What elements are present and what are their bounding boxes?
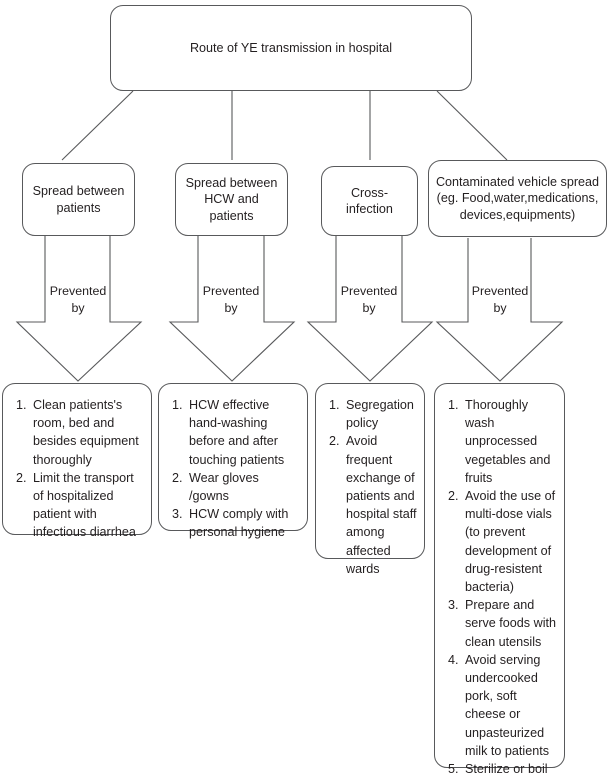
connector-line-to-route-1: [61, 90, 134, 161]
route-box-spread-between-patients[interactable]: Spread between patients: [22, 163, 135, 236]
arrow-label-2: Prevented by: [202, 284, 260, 315]
arrow-label-1: Prevented by: [49, 284, 107, 315]
route-label-spread-between-patients: Spread between patients: [32, 184, 125, 215]
prevention-list-1: Clean patients's room, bed and besides e…: [10, 396, 144, 542]
title-box[interactable]: Route of YE transmission in hospital: [110, 5, 472, 91]
prevention-list-item: Avoid serving undercooked pork, soft che…: [462, 651, 557, 760]
prevention-list-item: Avoid frequent exchange of patients and …: [343, 432, 417, 578]
prevention-list-item: Sterilize or boil the drinking water for…: [462, 760, 557, 777]
arrow-label-4: Prevented by: [471, 284, 529, 315]
route-label-spread-hcw-patients: Spread between HCW and patients: [185, 175, 278, 223]
prevention-list-item: Clean patients's room, bed and besides e…: [30, 396, 144, 469]
prevention-list-3: Segregation policyAvoid frequent exchang…: [323, 396, 417, 578]
route-label-contaminated-vehicle-spread: Contaminated vehicle spread (eg. Food,wa…: [435, 174, 600, 222]
prevention-list-item: Limit the transport of hospitalized pati…: [30, 469, 144, 542]
route-box-contaminated-vehicle-spread[interactable]: Contaminated vehicle spread (eg. Food,wa…: [428, 160, 607, 237]
prevention-list-item: HCW comply with personal hygiene: [186, 505, 300, 541]
prevention-box-cross-infection[interactable]: Segregation policyAvoid frequent exchang…: [315, 383, 425, 576]
prevention-list-item: Prepare and serve foods with clean utens…: [462, 596, 557, 651]
route-box-cross-infection[interactable]: Cross-infection: [321, 166, 418, 236]
route-box-spread-hcw-patients[interactable]: Spread between HCW and patients: [175, 163, 288, 236]
arrow-label-3: Prevented by: [340, 284, 398, 315]
prevention-box-contaminated-vehicle[interactable]: Thoroughly wash unprocessed vegetables a…: [434, 383, 565, 776]
prevention-list-item: Segregation policy: [343, 396, 417, 432]
prevention-list-item: HCW effective hand-washing before and af…: [186, 396, 300, 469]
prevention-list-item: Thoroughly wash unprocessed vegetables a…: [462, 396, 557, 487]
title-box-label: Route of YE transmission in hospital: [189, 40, 393, 55]
prevention-list-4: Thoroughly wash unprocessed vegetables a…: [442, 396, 557, 777]
connector-line-to-route-4: [436, 90, 508, 161]
route-label-cross-infection: Cross-infection: [346, 185, 393, 217]
prevention-list-item: Wear gloves /gowns: [186, 469, 300, 505]
prevention-box-spread-between-patients[interactable]: Clean patients's room, bed and besides e…: [2, 383, 152, 539]
prevention-list-item: Avoid the use of multi-dose vials (to pr…: [462, 487, 557, 596]
prevention-box-hcw-patients[interactable]: HCW effective hand-washing before and af…: [158, 383, 308, 539]
prevention-list-2: HCW effective hand-washing before and af…: [166, 396, 300, 542]
